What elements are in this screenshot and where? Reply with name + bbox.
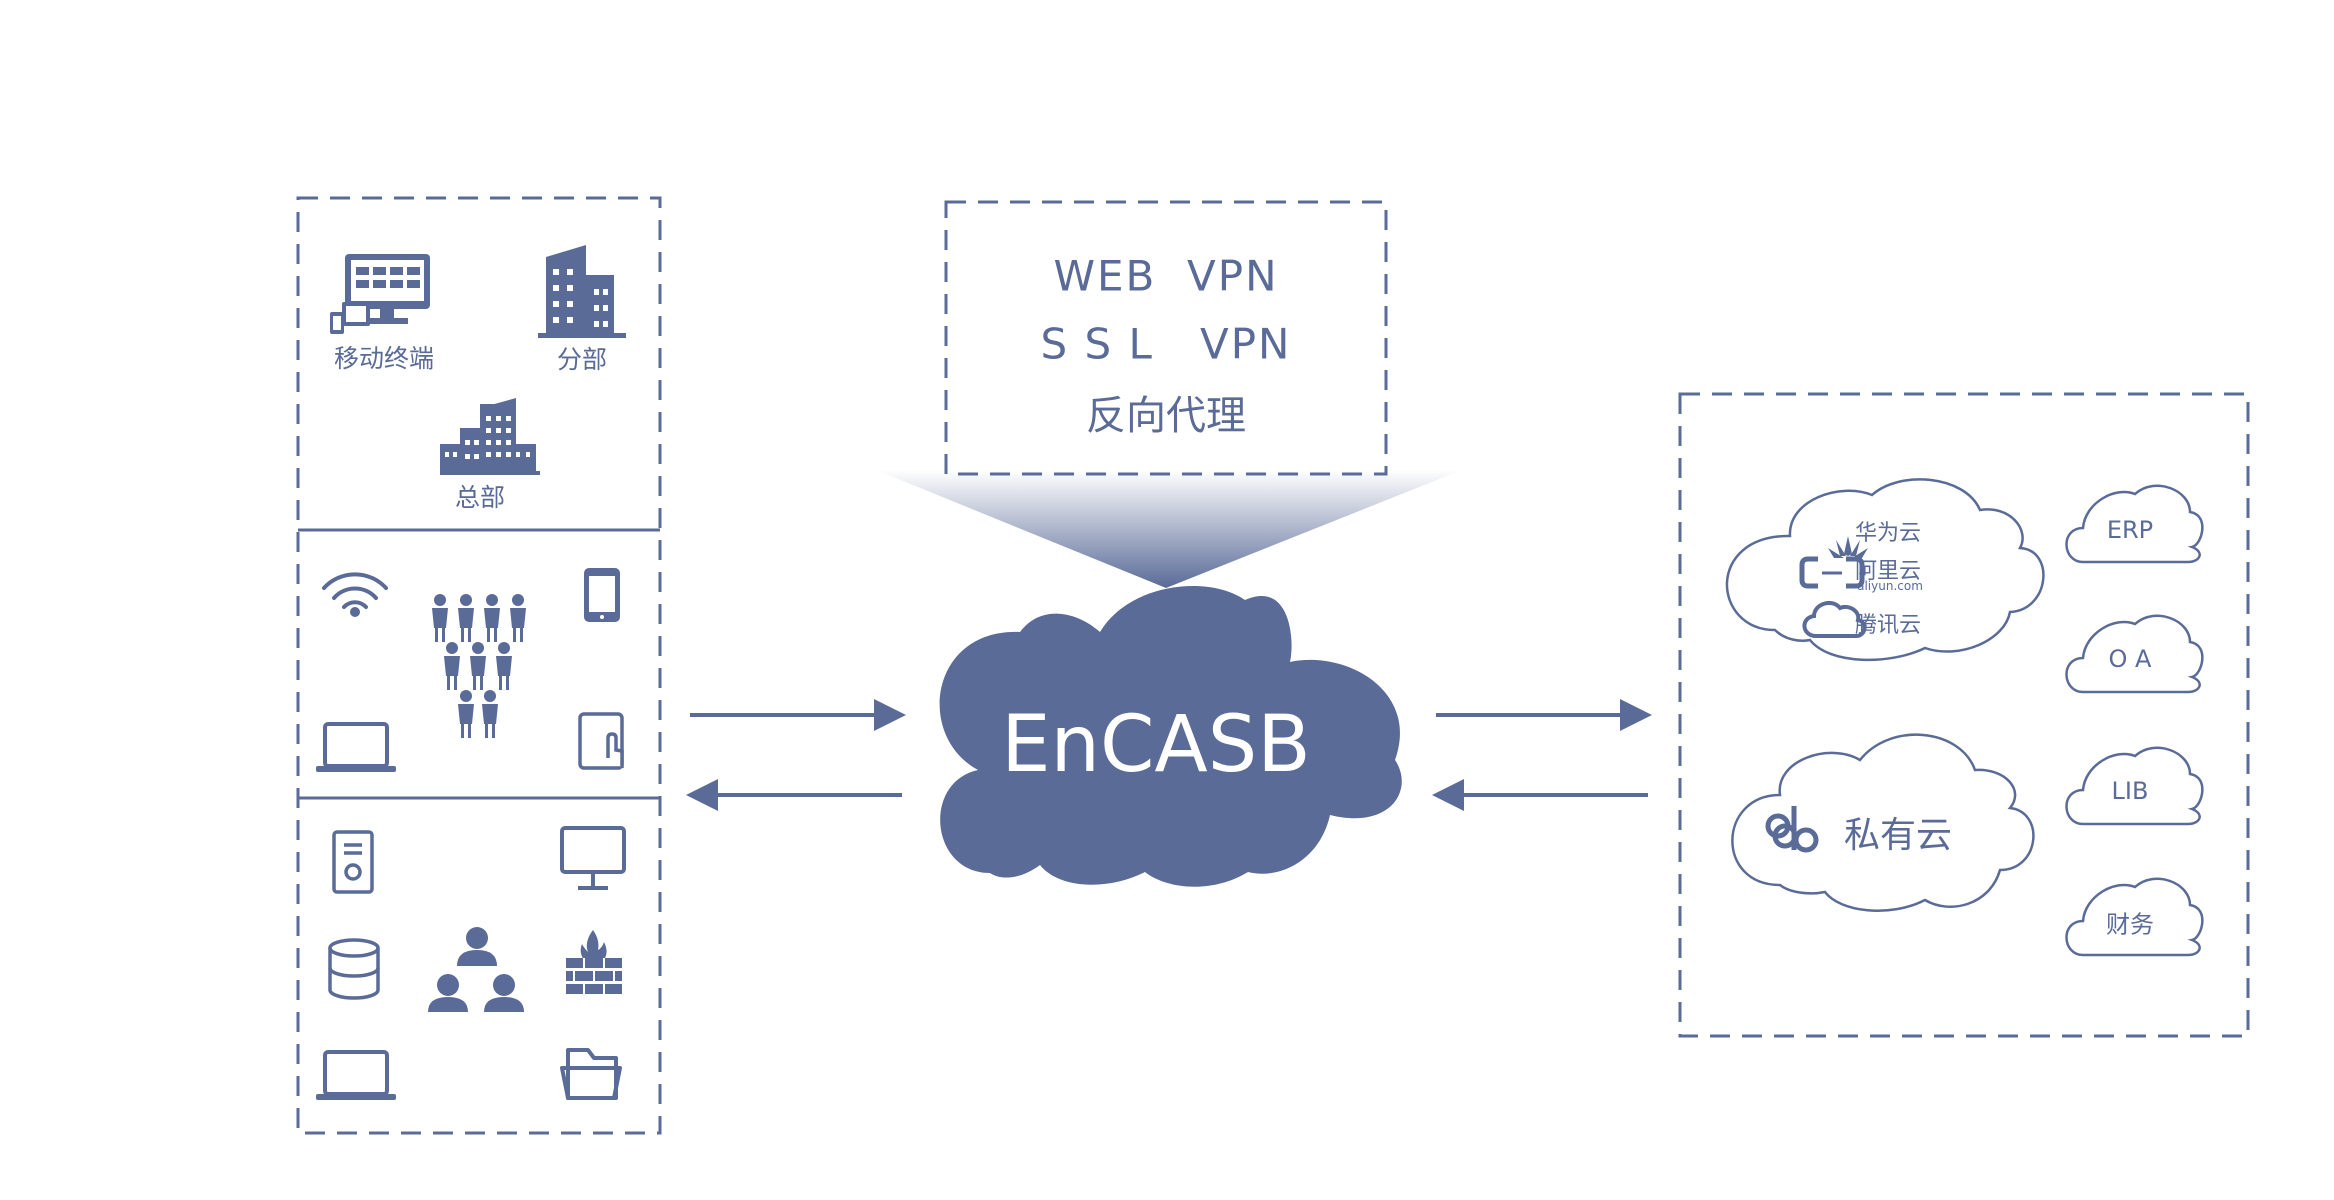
gateway-mode-reverse-proxy: 反向代理 — [1086, 393, 1246, 439]
smartphone-icon — [584, 568, 620, 622]
private-cloud-label: 私有云 — [1843, 815, 1953, 856]
branch-office-label: 分部 — [556, 345, 608, 374]
monitor-devices-icon — [330, 254, 430, 334]
cloud-panel-border — [1678, 392, 2250, 1038]
users-group-icon — [432, 594, 526, 738]
branch-building-icon — [538, 245, 626, 338]
app-oa-label: O A — [2108, 645, 2152, 673]
app-finance-label: 财务 — [2106, 910, 2154, 939]
database-icon — [328, 938, 380, 1000]
tablet-touch-icon — [578, 712, 624, 770]
headquarters-label: 总部 — [454, 483, 506, 512]
client-panel — [296, 196, 662, 1135]
org-users-icon — [428, 927, 524, 1012]
app-cloud-oa — [2065, 614, 2204, 694]
gateway-mode-web-vpn: WEB VPN — [1053, 251, 1279, 301]
public-cloud-shape — [1725, 478, 2045, 662]
desktop-monitor-icon — [560, 826, 626, 890]
aliyun-domain-label: aliyun.com — [1857, 579, 1923, 593]
aliyun-label: 阿里云 — [1854, 559, 1922, 584]
app-cloud-lib — [2065, 746, 2204, 826]
app-erp-label: ERP — [2106, 516, 2154, 544]
app-cloud-erp — [2065, 484, 2204, 564]
gateway-mode-ssl-vpn: S S L VPN — [1040, 319, 1292, 369]
laptop-icon — [316, 722, 396, 772]
connection-arrows — [686, 699, 1652, 811]
laptop-icon-2 — [316, 1050, 396, 1100]
gateway-beam — [876, 470, 1462, 588]
huawei-cloud-label: 华为云 — [1854, 521, 1922, 546]
private-cloud-icon — [1765, 806, 1819, 853]
tencent-cloud-logo-icon — [1802, 600, 1867, 638]
encasb-title: EnCASB — [1001, 700, 1311, 790]
wifi-icon — [322, 572, 388, 617]
client-panel-border — [296, 196, 662, 1135]
private-cloud-shape — [1731, 733, 2035, 912]
folder-icon — [560, 1048, 622, 1100]
tencent-cloud-label: 腾讯云 — [1854, 613, 1922, 638]
aliyun-logo-icon — [1799, 556, 1865, 589]
firewall-icon — [566, 930, 622, 994]
app-lib-label: LIB — [2111, 777, 2149, 805]
app-clouds — [2065, 484, 2204, 957]
headquarters-building-icon — [440, 398, 540, 475]
mobile-terminal-label: 移动终端 — [333, 344, 435, 373]
huawei-logo-icon — [1828, 536, 1868, 558]
app-cloud-finance — [2065, 877, 2204, 957]
server-icon — [332, 830, 374, 894]
encasb-cloud — [939, 585, 1402, 887]
